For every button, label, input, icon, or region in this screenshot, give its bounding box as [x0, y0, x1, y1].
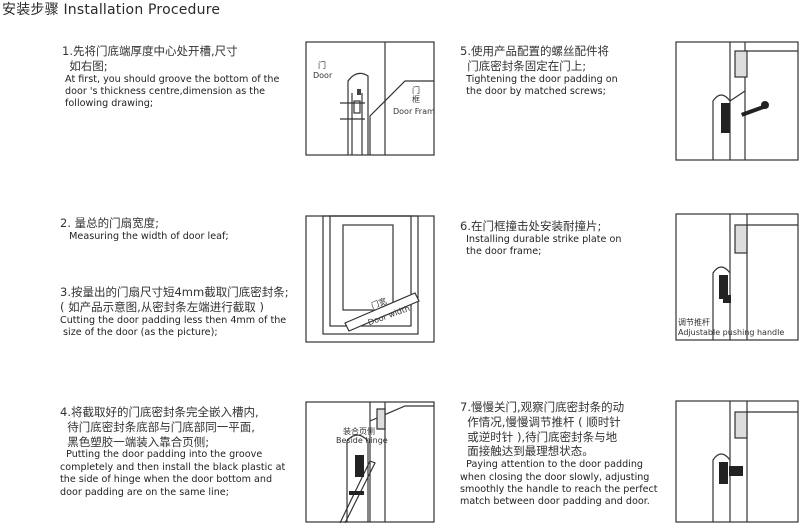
figure-7-closing: [675, 400, 799, 523]
step-6-en: Installing durable strike plate on the d…: [466, 233, 622, 258]
figure-4-insert: 装合页侧 Beside hinge: [305, 401, 435, 523]
figure-6-handle-en: Adjustable pushing handle: [678, 328, 785, 337]
step-2-cn: 2. 量总的门扇宽度;: [60, 216, 160, 230]
figure-1-door-cn: 门: [318, 61, 326, 70]
figure-6-drawing: [675, 213, 799, 341]
step-1-en: At first, you should groove the bottom o…: [65, 73, 280, 110]
figure-5-drawing: [675, 41, 799, 161]
figure-4-drawing: [305, 401, 435, 523]
figure-6-strike-plate: 调节推杆 Adjustable pushing handle: [675, 213, 799, 341]
figure-2-drawing: [305, 215, 435, 343]
page-title: 安装步骤 Installation Procedure: [2, 2, 221, 18]
figure-1-groove: 门 Door 门 框 Door Frame: [305, 41, 435, 156]
figure-7-drawing: [675, 400, 799, 523]
figure-1-frame-cn: 门 框: [412, 86, 420, 104]
figure-1-door-en: Door: [313, 71, 333, 80]
step-7-text: 7.慢慢关门,观察门底密封条的动 作情况,慢慢调节推杆 ( 顺时针 或逆时针 )…: [460, 400, 675, 509]
figure-1-frame-en: Door Frame: [393, 107, 435, 116]
step-7-cn: 7.慢慢关门,观察门底密封条的动 作情况,慢慢调节推杆 ( 顺时针 或逆时针 )…: [460, 400, 625, 459]
step-4-en: Putting the door padding into the groove…: [60, 449, 286, 498]
step-1-text: 1.先将门底端厚度中心处开槽,尺寸 如右图; At first, you sho…: [62, 44, 302, 111]
figure-4-hinge-cn: 装合页侧: [343, 427, 375, 436]
step-6-text: 6.在门框撞击处安装耐撞片; Installing durable strike…: [460, 219, 670, 259]
step-3-en: Cutting the door padding less then 4mm o…: [60, 314, 287, 338]
step-4-cn: 4.将截取好的门底密封条完全嵌入槽内, 待门底密封条底部与门底部同一平面, 黑色…: [60, 405, 259, 449]
figure-4-hinge-en: Beside hinge: [336, 436, 388, 445]
step-3-text: 3.按量出的门扇尺寸短4mm截取门底密封条; ( 如产品示意图,从密封条左端进行…: [60, 285, 330, 339]
figure-5-screws: [675, 41, 799, 161]
step-4-text: 4.将截取好的门底密封条完全嵌入槽内, 待门底密封条底部与门底部同一平面, 黑色…: [60, 405, 300, 499]
figure-6-handle-cn: 调节推杆: [678, 318, 710, 327]
step-2-text: 2. 量总的门扇宽度; Measuring the width of door …: [60, 216, 300, 243]
step-3-cn: 3.按量出的门扇尺寸短4mm截取门底密封条; ( 如产品示意图,从密封条左端进行…: [60, 285, 289, 314]
step-2-en: Measuring the width of door leaf;: [60, 230, 229, 242]
figure-1-drawing: [305, 41, 435, 156]
step-5-cn: 5.使用产品配置的螺丝配件将 门底密封条固定在门上;: [460, 44, 609, 73]
step-7-en: Paying attention to the door padding whe…: [460, 459, 658, 508]
step-5-en: Tightening the door padding on the door …: [466, 73, 618, 97]
figure-2-door-width: 门宽 Door width: [305, 215, 435, 343]
step-6-cn: 6.在门框撞击处安装耐撞片;: [460, 219, 602, 233]
step-5-text: 5.使用产品配置的螺丝配件将 门底密封条固定在门上; Tightening th…: [460, 44, 670, 98]
step-1-cn: 1.先将门底端厚度中心处开槽,尺寸 如右图;: [62, 44, 238, 73]
